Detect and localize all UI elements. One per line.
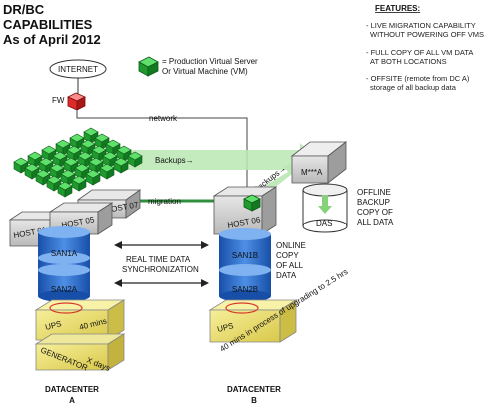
generator-a — [34, 333, 126, 371]
feature-3-line1: - OFFSITE (remote from DC A) — [366, 74, 470, 83]
vm-icon — [127, 151, 143, 168]
sync-arrow-bottom-left-head — [114, 279, 122, 287]
firewall-icon — [67, 92, 86, 111]
vm-icon — [113, 157, 129, 174]
ups-b-label: UPS — [216, 321, 234, 334]
online-line1: ONLINE — [276, 241, 306, 250]
vm-icon — [85, 169, 101, 186]
feature-3-line2: storage of all backup data — [370, 83, 457, 92]
vm-icon — [116, 145, 132, 162]
dc-a-line2: A — [69, 396, 75, 405]
vm-icon — [55, 139, 71, 156]
san1b-label: SAN1B — [232, 251, 258, 260]
san2b-label: SAN2B — [232, 285, 258, 294]
sync-arrow-bottom-right-head — [201, 279, 209, 287]
title-line3: As of April 2012 — [3, 32, 101, 47]
network-label: network — [149, 114, 178, 123]
offline-line2: BACKUP — [357, 198, 390, 207]
ups-a-label: UPS — [44, 319, 62, 332]
feature-2-line1: - FULL COPY OF ALL VM DATA — [366, 48, 473, 57]
dc-b-line2: B — [251, 396, 257, 405]
dc-a-line1: DATACENTER — [45, 385, 99, 394]
san-stack-b — [219, 228, 271, 302]
vm-icon — [66, 145, 82, 162]
title-line1: DR/BC — [3, 2, 45, 17]
feature-1-line1: - LIVE MIGRATION CAPABILITY — [366, 21, 476, 30]
sync-arrow-top-left-head — [114, 241, 122, 249]
das-label: DAS — [316, 219, 332, 228]
vm-icon — [41, 145, 57, 162]
vm-icon — [88, 157, 104, 174]
host06-vm-icon — [243, 194, 261, 212]
legend-line2: Or Virtual Machine (VM) — [162, 67, 248, 76]
vm-icon — [60, 169, 76, 186]
fw-label: FW — [52, 96, 65, 105]
online-line3: OF ALL — [276, 261, 304, 270]
feature-2-line2: AT BOTH LOCATIONS — [370, 57, 447, 66]
online-line4: DATA — [276, 271, 297, 280]
vm-icon — [13, 157, 29, 174]
ups-a — [34, 299, 126, 341]
vm-icon — [105, 139, 121, 156]
das-arrow — [318, 195, 332, 214]
san1a-label: SAN1A — [51, 249, 78, 258]
legend-vm-icon — [138, 56, 159, 77]
san-stack-a — [38, 226, 90, 302]
sync-arrow-top-right-head — [201, 241, 209, 249]
vm-grid — [13, 127, 143, 198]
dc-b-line1: DATACENTER — [227, 385, 281, 394]
title-line2: CAPABILITIES — [3, 17, 93, 32]
san2a-label: SAN2A — [51, 285, 78, 294]
legend-line1: = Production Virtual Server — [162, 57, 258, 66]
offline-line3: COPY OF — [357, 208, 393, 217]
sync-line2: SYNCHRONIZATION — [122, 265, 199, 274]
ups-b — [208, 299, 298, 343]
backups-label: Backups→ — [155, 156, 194, 165]
feature-1-line2: WITHOUT POWERING OFF VMS — [370, 30, 484, 39]
mxa-label: M***A — [301, 168, 323, 177]
migration-label: migration — [148, 197, 181, 206]
vm-icon — [69, 133, 85, 150]
features-heading: FEATURES: — [375, 4, 420, 13]
internet-label: INTERNET — [58, 65, 98, 74]
vm-icon — [57, 181, 73, 198]
vm-icon — [99, 163, 115, 180]
sync-line1: REAL TIME DATA — [126, 255, 191, 264]
mxa-server — [290, 141, 348, 184]
offline-line4: ALL DATA — [357, 218, 394, 227]
offline-line1: OFFLINE — [357, 188, 391, 197]
vm-icon — [63, 157, 79, 174]
online-line2: COPY — [276, 251, 299, 260]
host-05 — [48, 202, 114, 235]
